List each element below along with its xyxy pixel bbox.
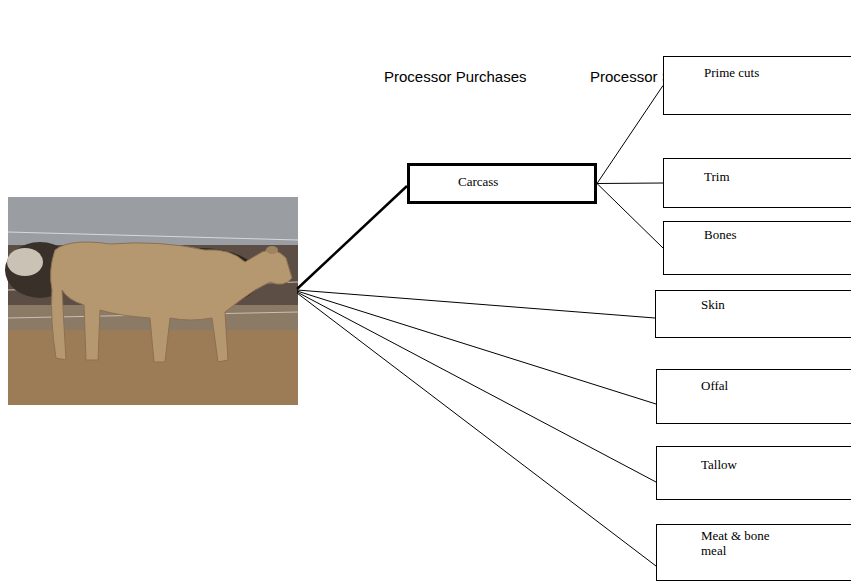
box-text: Meat & bone meal [701, 528, 789, 558]
box-text: Bones [704, 227, 792, 242]
product-box: Meat & bone meal [656, 524, 851, 581]
connector-line [597, 183, 663, 185]
product-box: Trim [663, 158, 851, 208]
leader-line [297, 290, 655, 318]
connector-line [597, 86, 663, 184]
box-text: Prime cuts [704, 65, 792, 80]
box-text: Trim [704, 169, 792, 184]
leader-line [297, 186, 407, 289]
product-box: Prime cuts [663, 56, 851, 115]
photo [5, 197, 298, 405]
cow-ear [266, 246, 278, 254]
cow [51, 242, 292, 362]
leader-line [297, 292, 656, 482]
product-box: Bones [663, 221, 851, 275]
fence-wire [8, 232, 298, 240]
leader-line [297, 293, 656, 566]
leader-lines [297, 186, 656, 566]
box-text: Skin [701, 297, 789, 312]
box-text: Offal [701, 378, 789, 393]
box-text: Tallow [701, 457, 789, 472]
carcass-box: Carcass [407, 163, 597, 204]
white-cow [7, 248, 43, 276]
column-heading: Processor Purchases [384, 68, 527, 85]
product-box: Offal [656, 369, 851, 424]
connector-line [597, 184, 663, 249]
box-text: Carcass [458, 174, 546, 189]
photo-sky [8, 197, 298, 245]
product-box: Tallow [656, 446, 851, 500]
product-box: Skin [655, 290, 851, 338]
photo-ground [8, 197, 298, 405]
